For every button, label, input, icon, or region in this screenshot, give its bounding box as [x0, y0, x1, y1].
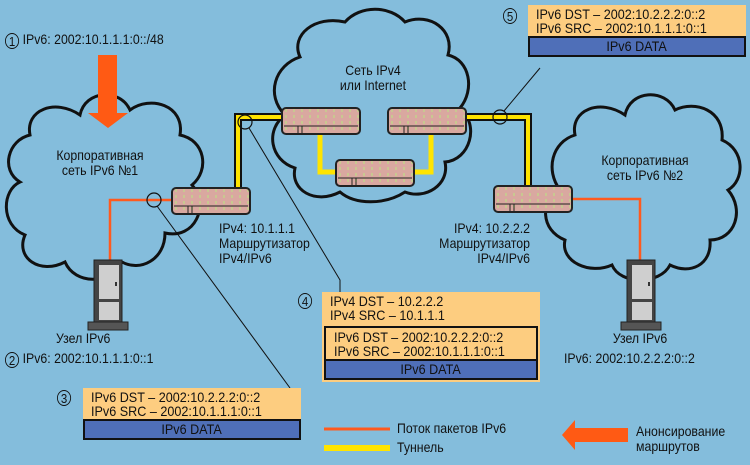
step-5-badge: 5 — [503, 8, 518, 24]
router-left-proto: IPv4/IPv6 — [219, 250, 272, 266]
router-right — [493, 185, 573, 213]
callout-circle-4 — [237, 114, 253, 130]
packet-3-data: IPv6 DATA — [83, 419, 301, 440]
packet-4-src: IPv6 SRC – 2002:10.1.1.1:0::1 — [334, 343, 505, 359]
packet-5-src: IPv6 SRC – 2002:10.1.1.1:0::1 — [536, 20, 707, 36]
packet-4-data: IPv6 DATA — [326, 359, 536, 380]
legend-flow-label: Поток пакетов IPv6 — [397, 420, 507, 436]
router-ipv4-c — [335, 159, 415, 187]
step-4-badge: 4 — [298, 293, 313, 309]
announce-arrow-down — [88, 55, 128, 128]
corp2-cloud-label: Корпоративная сеть IPv6 №2 — [592, 153, 698, 183]
ipv4-cloud-line2: или Internet — [339, 77, 407, 93]
packet-step-4: IPv4 DST – 10.2.2.2 IPv4 SRC – 10.1.1.1 … — [322, 292, 540, 382]
packet-step-3: IPv6 DST – 2002:10.2.2.2:0::2 IPv6 SRC –… — [83, 388, 301, 440]
legend-announce-line2: маршрутов — [636, 438, 700, 454]
router-right-ip: IPv4: 10.2.2.2 — [453, 220, 530, 236]
leader-line-4 — [248, 127, 341, 292]
step-3-badge: 3 — [57, 390, 72, 406]
legend-announce-line1: Анонсирование — [636, 423, 726, 439]
packet-4-ipv6-payload: IPv6 DST – 2002:10.2.2.2:0::2 IPv6 SRC –… — [324, 326, 538, 380]
packet-4-ipv4-dst: IPv4 DST – 10.2.2.2 — [330, 293, 444, 309]
step-3-badge-wrap: 3 — [57, 389, 75, 406]
callout-circle-3 — [146, 192, 162, 208]
host-right-name: Узел IPv6 — [612, 330, 668, 346]
packet-5-ipv6-header: IPv6 DST – 2002:10.2.2.2:0::2 IPv6 SRC –… — [528, 5, 746, 36]
packet-3-src: IPv6 SRC – 2002:10.1.1.1:0::1 — [91, 403, 262, 419]
tunnel-line — [234, 113, 532, 190]
step-1-badge: 1 — [5, 33, 20, 49]
host-left — [87, 259, 129, 331]
packet-4-ipv4-src: IPv4 SRC – 10.1.1.1 — [330, 307, 445, 323]
legend-announce-label: Анонсирование маршрутов — [636, 424, 725, 454]
step-1-address: IPv6: 2002:10.1.1.1:0::/48 — [22, 31, 164, 47]
host-left-name: Узел IPv6 — [56, 330, 111, 346]
legend-tunnel-label: Туннель — [397, 439, 444, 455]
step-5-badge-wrap: 5 — [503, 7, 521, 24]
packet-3-dst: IPv6 DST – 2002:10.2.2.2:0::2 — [91, 389, 261, 405]
ipv6-flow-left — [108, 198, 175, 262]
corp2-cloud — [544, 93, 742, 282]
packet-4-data-text: IPv6 DATA — [400, 361, 462, 377]
ipv4-cloud-label: Сеть IPv4 или Internet — [325, 63, 422, 93]
ipv6-flow-right — [572, 197, 642, 262]
host-right-address: IPv6: 2002:10.2.2.2:0::2 — [564, 350, 695, 366]
ipv4-cloud-line1: Сеть IPv4 — [345, 62, 401, 78]
packet-4-dst: IPv6 DST – 2002:10.2.2.2:0::2 — [334, 329, 504, 345]
leader-line-3 — [156, 205, 291, 389]
packet-3-data-text: IPv6 DATA — [161, 421, 223, 437]
router-right-label: IPv4: 10.2.2.2 Маршрутизатор IPv4/IPv6 — [433, 221, 530, 266]
packet-5-data-text: IPv6 DATA — [606, 38, 668, 54]
packet-4-ipv6-header: IPv6 DST – 2002:10.2.2.2:0::2 IPv6 SRC –… — [326, 328, 536, 359]
packet-step-5: IPv6 DST – 2002:10.2.2.2:0::2 IPv6 SRC –… — [528, 5, 746, 57]
router-right-proto: IPv4/IPv6 — [477, 250, 530, 266]
router-ipv4-a — [281, 107, 361, 135]
router-ipv4-b — [387, 107, 467, 135]
corp1-cloud-label: Корпоративная сеть IPv6 №1 — [47, 148, 153, 178]
packet-5-data: IPv6 DATA — [528, 36, 746, 57]
packet-4-ipv4-header: IPv4 DST – 10.2.2.2 IPv4 SRC – 10.1.1.1 — [322, 292, 540, 326]
corp1-cloud-line1: Корпоративная — [56, 147, 144, 163]
packet-3-ipv6-header: IPv6 DST – 2002:10.2.2.2:0::2 IPv6 SRC –… — [83, 388, 301, 419]
corp2-cloud-line2: сеть IPv6 №2 — [606, 167, 684, 183]
corp1-cloud-line2: сеть IPv6 №1 — [61, 162, 139, 178]
announce-arrow-left — [562, 420, 628, 450]
step-2-address: IPv6: 2002:10.1.1.1:0::1 — [22, 350, 154, 366]
callout-circle-5 — [492, 109, 508, 125]
router-left-label: IPv4: 10.1.1.1 Маршрутизатор IPv4/IPv6 — [219, 221, 310, 266]
step-2-badge: 2 — [5, 352, 20, 368]
router-left-ip: IPv4: 10.1.1.1 — [219, 220, 296, 236]
ipv4-cloud — [271, 7, 473, 204]
step-4-badge-wrap: 4 — [298, 292, 316, 309]
router-left — [171, 187, 251, 215]
packet-5-dst: IPv6 DST – 2002:10.2.2.2:0::2 — [536, 6, 706, 22]
corp2-cloud-line1: Корпоративная — [601, 152, 689, 168]
router-right-type: Маршрутизатор — [439, 235, 530, 251]
host-right — [620, 259, 662, 331]
leader-line-5 — [503, 67, 541, 112]
router-left-type: Маршрутизатор — [219, 235, 310, 251]
